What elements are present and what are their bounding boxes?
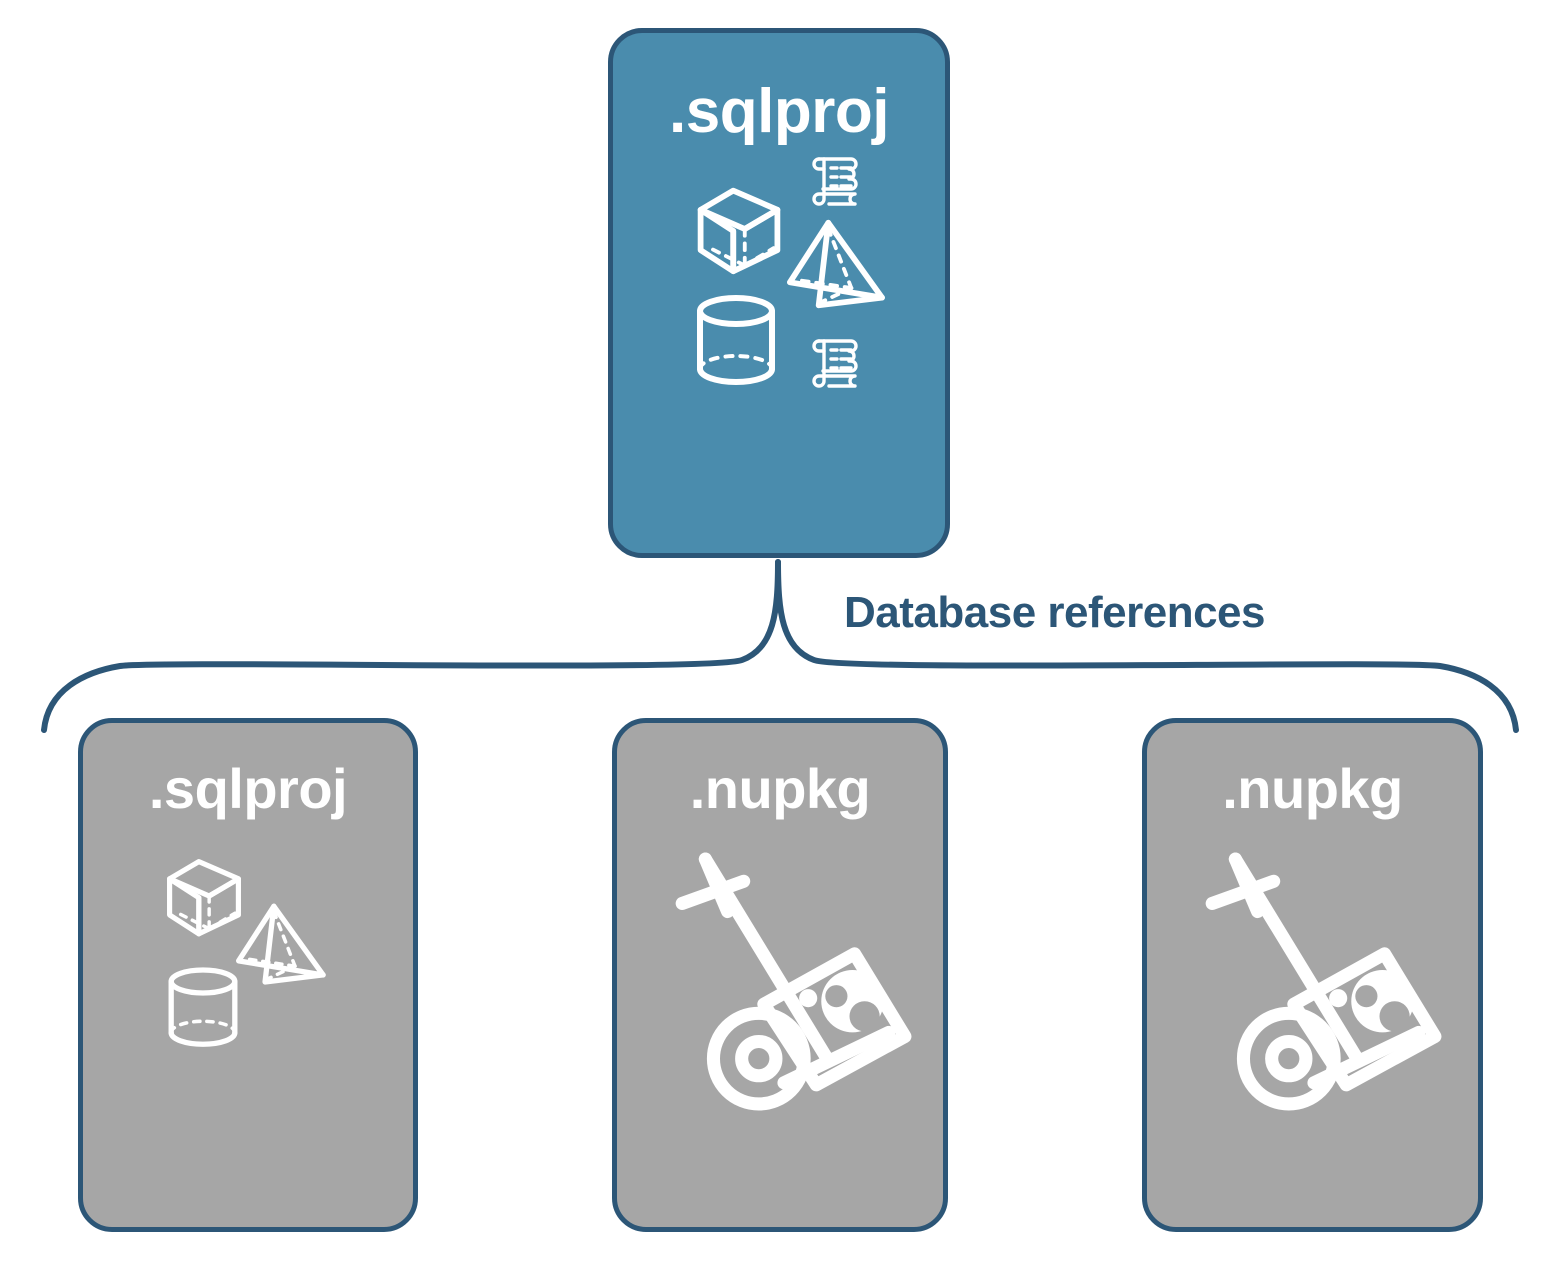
node-child-nupkg-2-label: .nupkg (1222, 757, 1403, 820)
node-parent-sqlproj[interactable]: .sqlproj (608, 28, 950, 558)
hand-truck-package-icon (675, 852, 912, 1111)
node-child-nupkg-2-icon-area (1147, 817, 1478, 1227)
node-parent-sqlproj-label: .sqlproj (669, 77, 889, 146)
script-scroll-icon (812, 339, 858, 388)
script-scroll-icon (812, 157, 858, 206)
hand-truck-package-icon (1205, 852, 1442, 1111)
node-child-sqlproj[interactable]: .sqlproj (78, 718, 418, 1232)
node-child-nupkg-1-label: .nupkg (689, 757, 871, 820)
pyramid-icon (787, 219, 885, 309)
edge-label-database-references: Database references (844, 588, 1265, 637)
cylinder-icon (168, 967, 238, 1047)
node-parent-icon-area (613, 143, 945, 553)
node-child-nupkg-1-icon-area (617, 817, 943, 1227)
node-child-sqlproj-label: .sqlproj (148, 757, 348, 820)
pyramid-icon (236, 903, 326, 985)
cube-icon (167, 859, 241, 937)
cube-icon (697, 187, 781, 275)
node-child-nupkg-1[interactable]: .nupkg (612, 718, 948, 1232)
node-child-sqlproj-icon-area (83, 817, 413, 1227)
node-child-nupkg-2[interactable]: .nupkg (1142, 718, 1483, 1232)
cylinder-icon (697, 295, 775, 385)
